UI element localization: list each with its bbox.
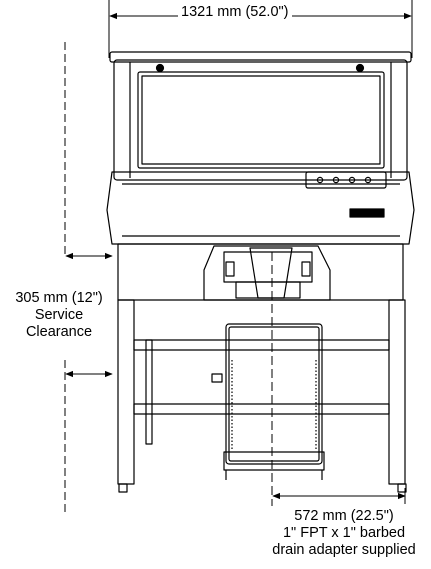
canopy [109,51,412,181]
service-clearance-line-3: Clearance [25,324,93,340]
overall-width-label: 1321 mm (52.0") [178,4,292,21]
drain-offset-label: 572 mm (22.5") 1" FPT x 1" barbed drain … [258,508,430,559]
service-clearance-line-1: 305 mm (12") [15,290,103,306]
service-clearance-line-2: Service [34,307,84,323]
service-clearance-label: 305 mm (12") Service Clearance [0,290,118,341]
storage-bin [223,323,325,480]
drain-offset-line-3: drain adapter supplied [272,542,416,558]
drain-offset-line-1: 572 mm (22.5") [294,508,394,524]
frame-legs [117,299,407,493]
service-clearance-dimension [64,42,113,512]
drain-offset-line-2: 1" FPT x 1" barbed [282,525,406,541]
drain-dimension [271,252,406,506]
mid-cabinet [117,243,404,301]
upper-body [106,171,415,245]
